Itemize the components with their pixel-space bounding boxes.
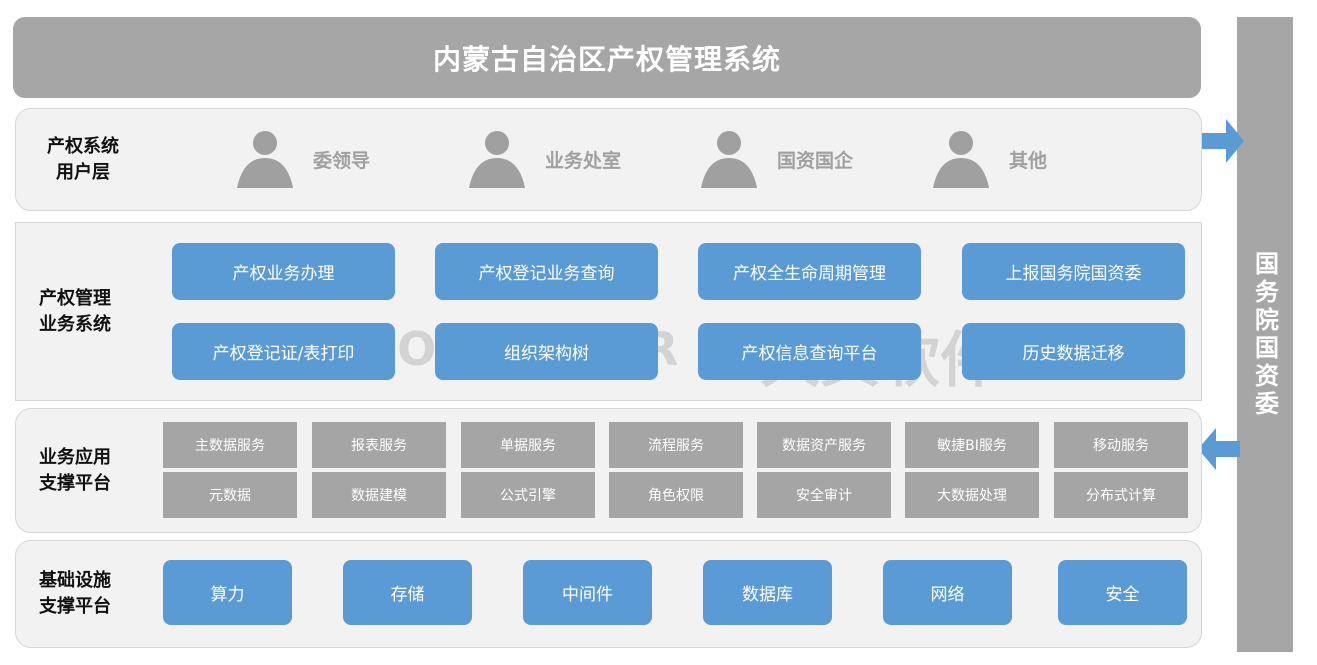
- arrow-right-icon: [1202, 119, 1244, 163]
- layer-label: 业务应用 支撑平台: [39, 446, 111, 494]
- infra-component-button: 安全: [1058, 560, 1187, 625]
- business-module-button[interactable]: 历史数据迁移: [962, 323, 1185, 380]
- layer-label: 产权管理 业务系统: [39, 287, 111, 335]
- support-service-tile: 数据建模: [312, 472, 446, 518]
- user-role: 委领导: [237, 130, 370, 188]
- arrow-left-icon: [1198, 428, 1240, 470]
- support-service-tile: 大数据处理: [905, 472, 1039, 518]
- infra-component-button: 中间件: [523, 560, 652, 625]
- layer-label: 产权系统 用户层: [47, 135, 119, 183]
- support-service-tile: 敏捷BI服务: [905, 422, 1039, 468]
- business-module-button[interactable]: 产权登记业务查询: [435, 243, 658, 300]
- support-service-tile: 主数据服务: [163, 422, 297, 468]
- system-title: 内蒙古自治区产权管理系统: [13, 17, 1201, 98]
- support-service-tile: 数据资产服务: [757, 422, 891, 468]
- business-module-button[interactable]: 产权业务办理: [172, 243, 395, 300]
- business-module-button[interactable]: 组织架构树: [435, 323, 658, 380]
- support-service-tile: 移动服务: [1054, 422, 1188, 468]
- infra-component-button: 算力: [163, 560, 292, 625]
- support-service-tile: 元数据: [163, 472, 297, 518]
- user-role: 其他: [933, 130, 1047, 188]
- user-role-label: 委领导: [313, 149, 371, 172]
- person-icon: [469, 131, 525, 188]
- business-module-button[interactable]: 产权登记证/表打印: [172, 323, 395, 380]
- user-role-label: 国资国企: [777, 149, 854, 172]
- support-service-tile: 公式引擎: [461, 472, 595, 518]
- support-service-tile: 流程服务: [609, 422, 743, 468]
- infra-component-button: 网络: [883, 560, 1012, 625]
- sasac-sidebar: 国务院国资委: [1237, 17, 1293, 652]
- user-layer: 产权系统 用户层: [15, 108, 1202, 211]
- user-role: 国资国企: [701, 130, 853, 188]
- user-role-label: 业务处室: [545, 149, 622, 172]
- user-role: 业务处室: [469, 130, 621, 188]
- support-service-tile: 报表服务: [312, 422, 446, 468]
- support-service-tile: 分布式计算: [1054, 472, 1188, 518]
- infra-component-button: 存储: [343, 560, 472, 625]
- business-module-button[interactable]: 上报国务院国资委: [962, 243, 1185, 300]
- person-icon: [933, 131, 989, 188]
- business-module-button[interactable]: 产权全生命周期管理: [698, 243, 921, 300]
- infra-component-button: 数据库: [703, 560, 832, 625]
- user-role-label: 其他: [1009, 149, 1048, 172]
- layer-label: 基础设施 支撑平台: [39, 570, 111, 617]
- person-icon: [701, 131, 757, 188]
- business-module-button[interactable]: 产权信息查询平台: [698, 323, 921, 380]
- support-service-tile: 单据服务: [461, 422, 595, 468]
- person-icon: [237, 131, 293, 188]
- support-service-tile: 角色权限: [609, 472, 743, 518]
- support-service-tile: 安全审计: [757, 472, 891, 518]
